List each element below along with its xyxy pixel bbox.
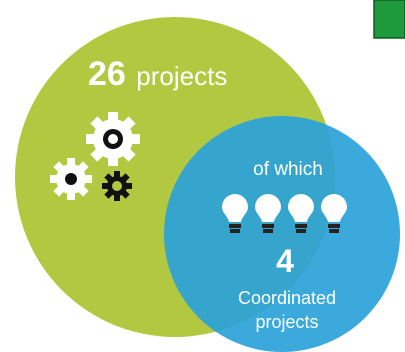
lightbulb-icon [288,194,314,233]
coordinated-label-line2: projects [255,312,318,332]
coordinated-label-line1: Coordinated [238,288,336,308]
lightbulb-row [222,194,347,233]
projects-total-text: 26 projects [88,55,227,93]
lightbulb-icon [255,194,281,233]
small-circle [164,116,400,352]
lightbulb-icon [222,194,248,233]
lightbulb-icon [321,194,347,233]
projects-label: projects [136,61,227,91]
coordinated-count: 4 [276,243,294,279]
projects-count: 26 [88,55,126,93]
corner-square [373,0,405,39]
of-which-text: of which [253,159,323,180]
